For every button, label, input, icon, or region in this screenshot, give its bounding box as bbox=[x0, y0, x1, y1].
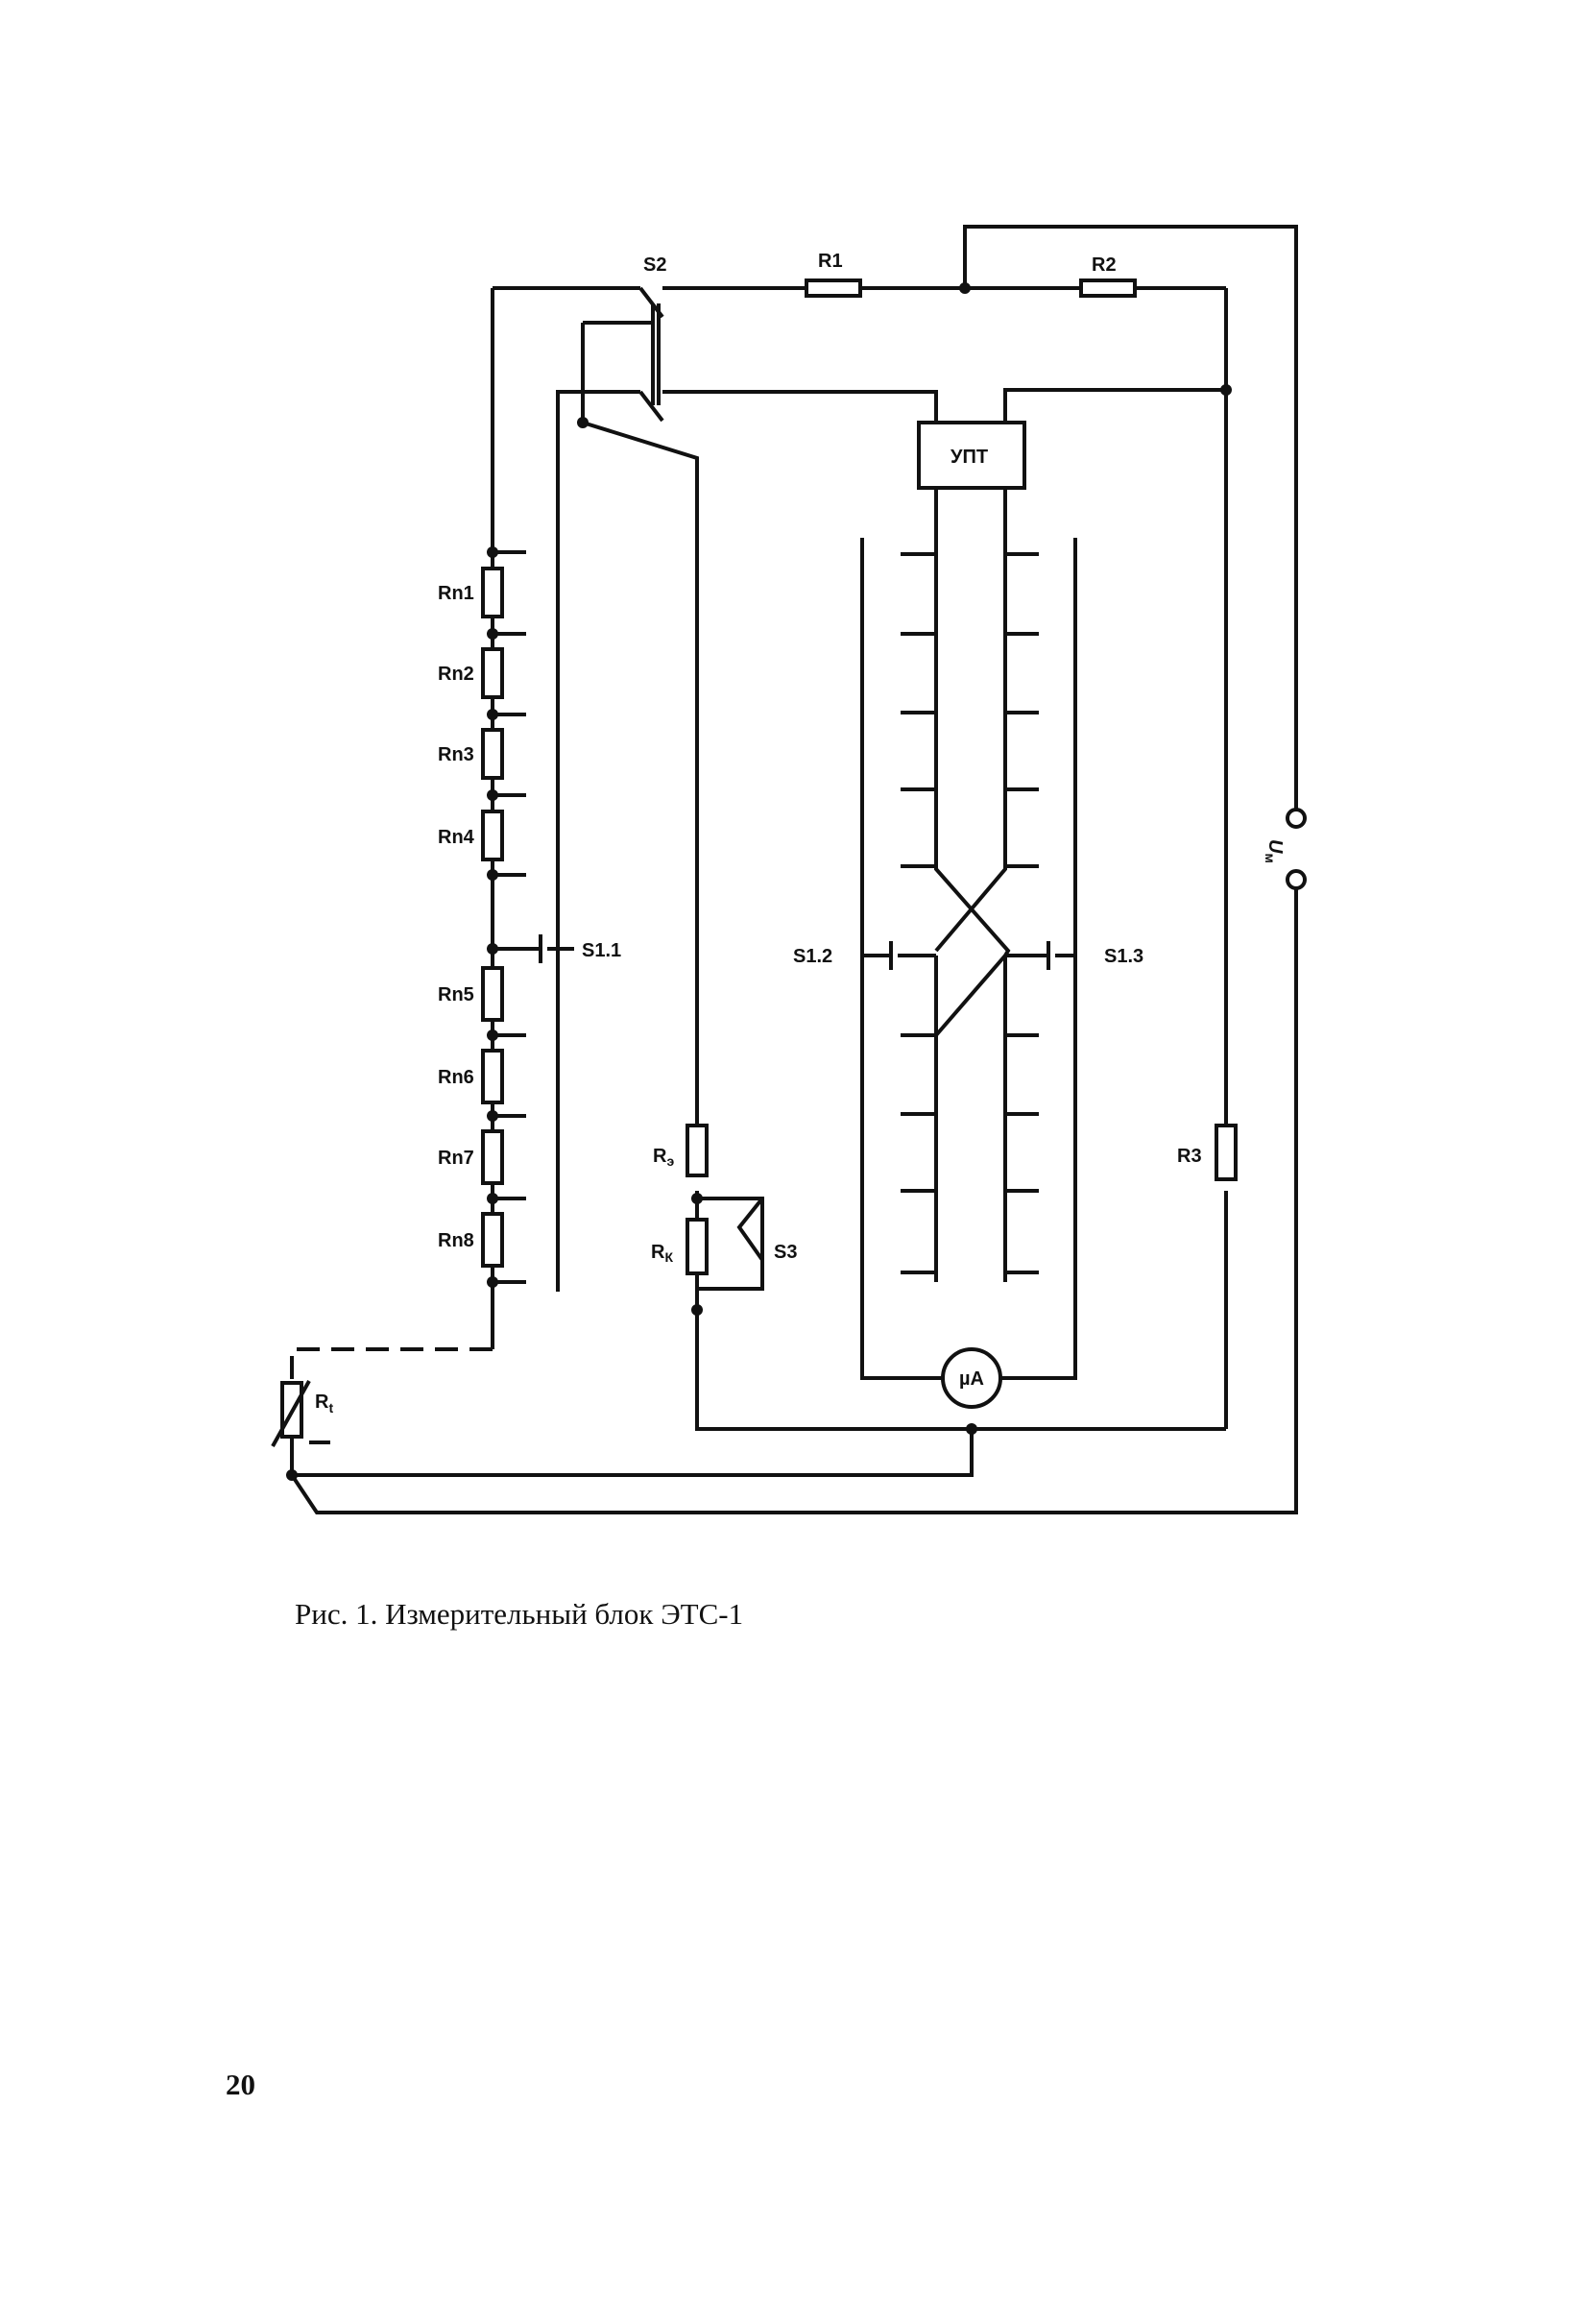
junction bbox=[487, 546, 498, 558]
junction bbox=[487, 1110, 498, 1122]
junction bbox=[487, 628, 498, 640]
rt-bottom-wire bbox=[290, 885, 1298, 1514]
thermistor-slash bbox=[271, 1380, 330, 1447]
resistor-re bbox=[686, 1124, 709, 1177]
label-s1-2: S1.2 bbox=[793, 946, 832, 967]
junction bbox=[487, 1029, 498, 1041]
upt-right-input-wire bbox=[1003, 388, 1228, 1429]
junction bbox=[959, 282, 971, 294]
resistor-chain bbox=[481, 546, 526, 1288]
range-switch-left-contacts bbox=[901, 552, 936, 1274]
rk-s3-wire bbox=[697, 1197, 764, 1291]
label-r2: R2 bbox=[1092, 254, 1117, 276]
top-left-wire bbox=[491, 286, 640, 1349]
um-terminal-bottom bbox=[1286, 869, 1307, 890]
junction bbox=[487, 789, 498, 801]
um-terminal-top bbox=[1286, 808, 1307, 829]
resistor-rn2 bbox=[481, 647, 504, 699]
re-branch-wire bbox=[582, 421, 1226, 1431]
label-s1-3: S1.3 bbox=[1104, 946, 1143, 967]
label-r3: R3 bbox=[1177, 1146, 1202, 1167]
range-switch-right-contacts bbox=[1005, 552, 1039, 1274]
resistor-r1 bbox=[805, 278, 862, 298]
resistor-rn3 bbox=[481, 728, 504, 780]
label-rn2: Rn2 bbox=[438, 664, 474, 685]
label-rn8: Rn8 bbox=[438, 1230, 474, 1251]
label-rn5: Rn5 bbox=[438, 984, 474, 1005]
resistor-rn6 bbox=[481, 1049, 504, 1104]
label-upt: УПТ bbox=[950, 447, 988, 468]
upt-amplifier bbox=[917, 421, 1026, 490]
range-switch-outer-wires bbox=[860, 538, 1077, 1380]
junction bbox=[1220, 384, 1232, 396]
range-switch-right-bus bbox=[934, 488, 1007, 1282]
label-re: Rэ bbox=[653, 1146, 674, 1169]
resistor-rn7 bbox=[481, 1129, 504, 1185]
s1-1-contact bbox=[526, 934, 574, 963]
label-microammeter: µA bbox=[959, 1368, 984, 1390]
label-s3: S3 bbox=[774, 1242, 797, 1263]
page-number: 20 bbox=[226, 2068, 255, 2101]
label-rn6: Rn6 bbox=[438, 1067, 474, 1088]
junction bbox=[487, 943, 498, 955]
junction bbox=[487, 709, 498, 720]
resistor-r3 bbox=[1215, 1124, 1238, 1181]
range-switch-left-bus bbox=[934, 488, 1011, 1282]
junction bbox=[691, 1193, 703, 1204]
s1-3-contact bbox=[1005, 941, 1075, 970]
label-rn7: Rn7 bbox=[438, 1148, 474, 1169]
label-rn1: Rn1 bbox=[438, 583, 474, 604]
junction bbox=[487, 1193, 498, 1204]
label-rk: RК bbox=[651, 1242, 673, 1265]
label-rn4: Rn4 bbox=[438, 827, 475, 848]
junction bbox=[487, 869, 498, 881]
resistor-r2 bbox=[1079, 278, 1137, 298]
s2-link-wires bbox=[581, 321, 653, 423]
s1-2-contact bbox=[862, 941, 936, 970]
label-um: Uм bbox=[1263, 839, 1286, 863]
junction bbox=[286, 1469, 298, 1481]
junction bbox=[577, 417, 589, 428]
resistor-chain-taps bbox=[493, 550, 526, 1284]
s1-1-bus bbox=[556, 390, 640, 1292]
microammeter bbox=[941, 1347, 1002, 1409]
resistor-rn4 bbox=[481, 810, 504, 861]
resistor-rn1 bbox=[481, 567, 504, 618]
junction bbox=[966, 1423, 977, 1435]
label-s1-1: S1.1 bbox=[582, 940, 621, 961]
resistor-rk bbox=[686, 1218, 709, 1275]
label-rn3: Rn3 bbox=[438, 744, 474, 765]
figure-caption: Рис. 1. Измерительный блок ЭТС-1 bbox=[295, 1597, 744, 1631]
junction bbox=[691, 1304, 703, 1316]
junction bbox=[487, 1276, 498, 1288]
label-s2: S2 bbox=[643, 254, 666, 276]
rt-dashed-wire bbox=[290, 1347, 493, 1383]
s2-lower-contact-wire bbox=[662, 390, 938, 423]
switch-s3 bbox=[736, 1197, 764, 1262]
label-rt: Rt bbox=[315, 1392, 333, 1416]
resistor-rn5 bbox=[481, 966, 504, 1022]
um-top-wire bbox=[963, 225, 1298, 809]
s2-switch bbox=[638, 286, 664, 423]
label-r1: R1 bbox=[818, 251, 843, 272]
resistor-rn8 bbox=[481, 1212, 504, 1268]
